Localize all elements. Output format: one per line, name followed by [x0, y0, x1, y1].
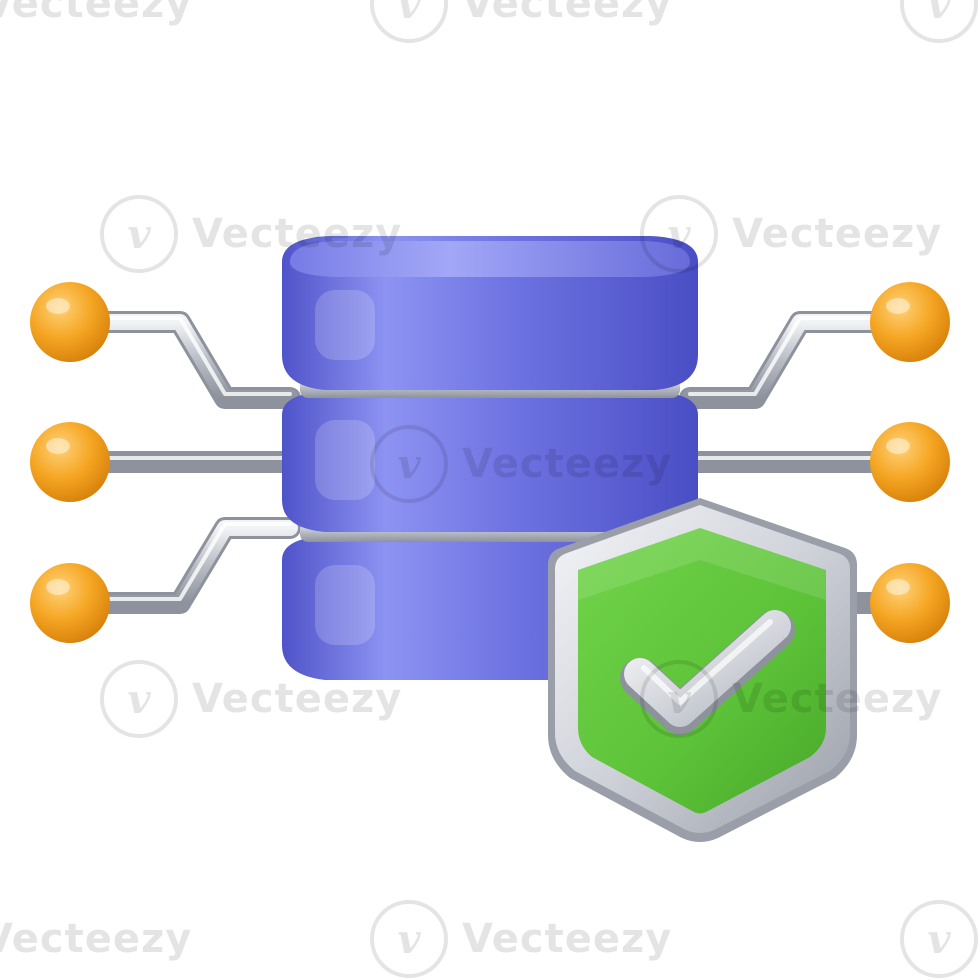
- connector-node-icon: [870, 422, 950, 502]
- shield-icon: [548, 498, 857, 842]
- connector-node-icon: [30, 563, 110, 643]
- database-disk-middle: [282, 392, 698, 532]
- connector-node-icon: [870, 563, 950, 643]
- connector-node-icon: [30, 422, 110, 502]
- connector-node-icon: [870, 282, 950, 362]
- database-disk-top: [282, 236, 698, 390]
- connector-node-icon: [30, 282, 110, 362]
- connector-nodes: [30, 282, 950, 643]
- checkmark-icon: [620, 610, 795, 735]
